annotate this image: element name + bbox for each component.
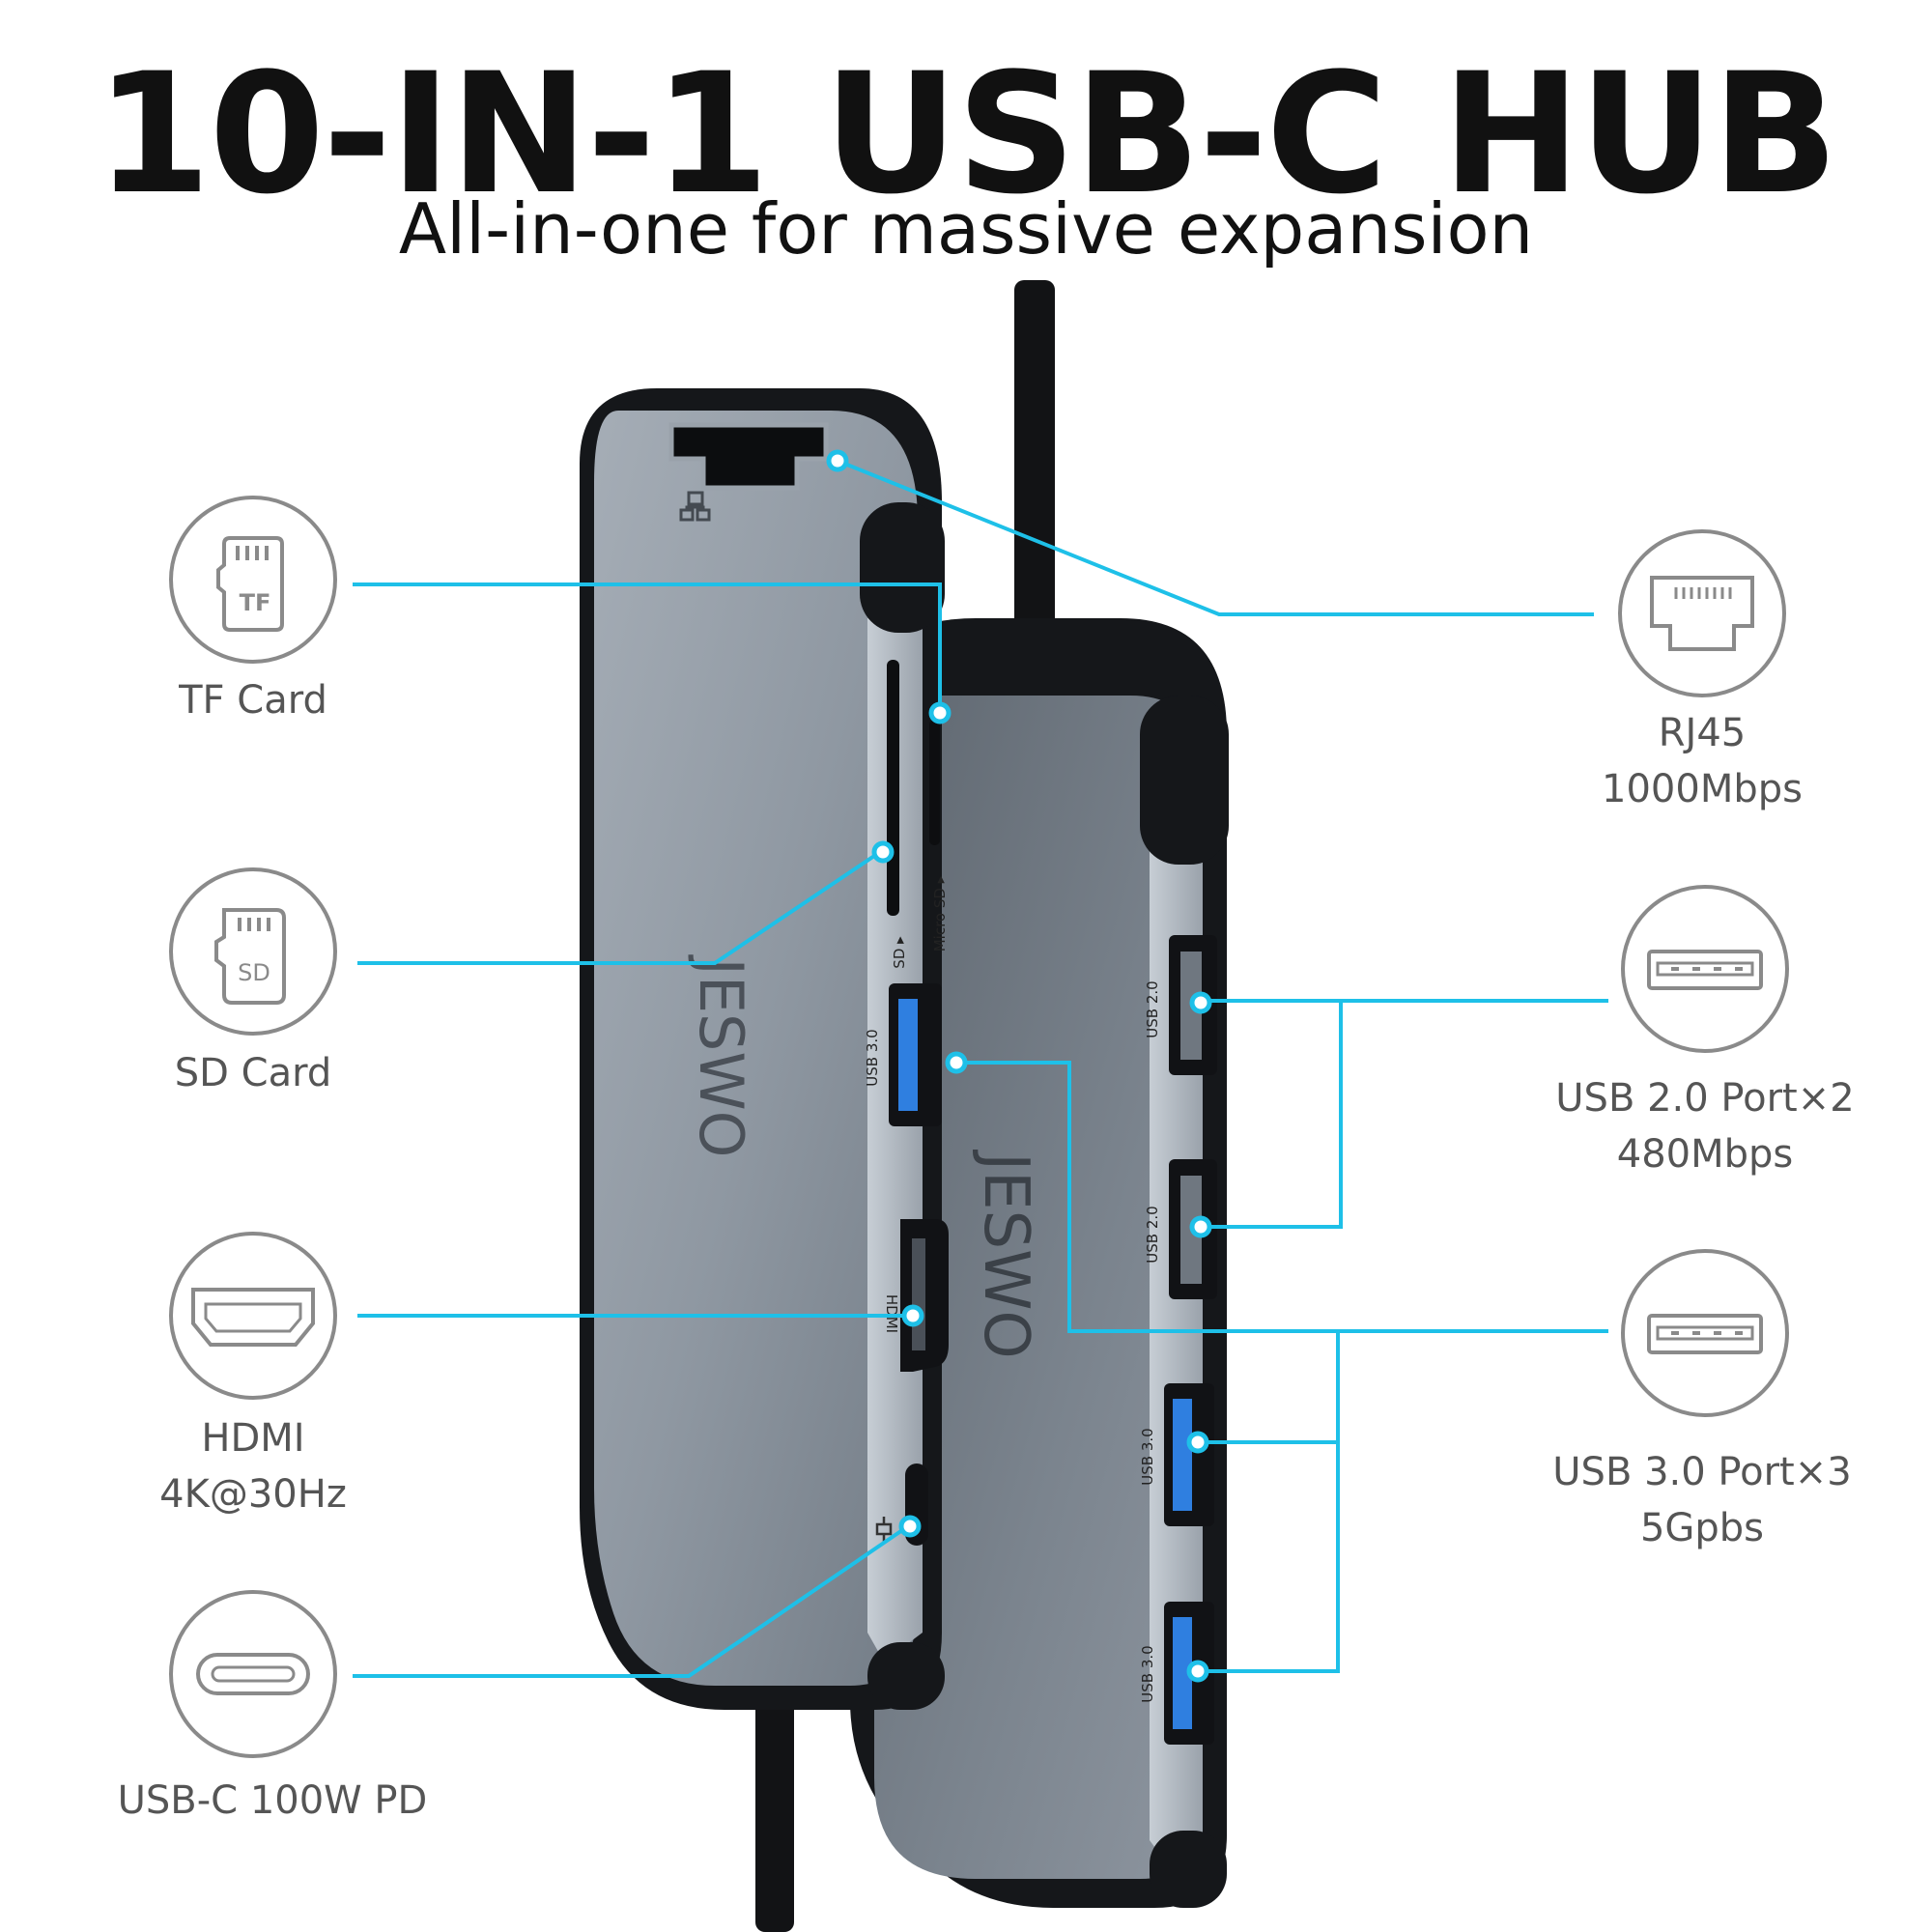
sd-card-slot (887, 660, 899, 916)
label-usb3: USB 3.0 Port×3 5Gpbs (1509, 1444, 1895, 1556)
rj45-icon (1618, 529, 1786, 697)
callout-dot-hdmi (901, 1304, 924, 1327)
callout-line-usb-c (353, 1524, 910, 1678)
label-hdmi-line-1: HDMI (201, 1416, 305, 1461)
label-sd-card: SD Card (108, 1045, 398, 1101)
usb-c-icon (169, 1590, 337, 1758)
label-usb3-line-1: USB 3.0 Port×3 (1552, 1450, 1852, 1494)
sd-card-icon: SD (169, 867, 337, 1036)
back-hub-brand-logo: JESWO (970, 1149, 1041, 1359)
label-sd-card-line-1: SD Card (174, 1051, 332, 1095)
callout-dot-usb3-front (945, 1051, 968, 1074)
usb-a-icon (1621, 885, 1789, 1053)
callout-dot-rj45 (826, 449, 849, 472)
svg-text:TF: TF (240, 589, 271, 616)
callout-dot-usb3-back-1 (1186, 1431, 1209, 1454)
tf-card-icon: TF (169, 496, 337, 664)
front-hub-bottom-bumper (867, 1642, 945, 1710)
callout-dot-usb3-back-2 (1186, 1660, 1209, 1683)
page-subtitle: All-in-one for massive expansion (398, 188, 1534, 270)
label-rj45-line-2: 1000Mbps (1602, 767, 1803, 811)
callout-dot-usb2-1 (1189, 991, 1212, 1014)
callout-dots (826, 449, 1212, 1683)
label-tf-card-line-1: TF Card (179, 678, 327, 723)
back-hub-bottom-bumper (1150, 1831, 1227, 1908)
label-usb-c-line-1: USB-C 100W PD (117, 1778, 428, 1823)
callout-dot-tf-card (928, 701, 952, 724)
back-hub-top-bumper (1140, 696, 1229, 865)
label-hdmi: HDMI 4K@30Hz (108, 1410, 398, 1522)
label-tf-card: TF Card (108, 672, 398, 728)
callout-line-usb2-branch (1203, 1001, 1343, 1229)
label-hdmi-line-2: 4K@30Hz (159, 1472, 347, 1517)
hdmi-icon (169, 1232, 337, 1400)
usb2-port-1-label: USB 2.0 (1144, 980, 1161, 1037)
callout-line-tf-card (353, 582, 942, 713)
callout-dot-usb-c (898, 1515, 922, 1538)
front-hub-top-bumper (860, 502, 945, 633)
label-rj45-line-1: RJ45 (1658, 711, 1747, 755)
callout-line-rj45 (837, 459, 1594, 616)
usb3-port-back-2-label: USB 3.0 (1139, 1645, 1156, 1702)
front-hub-brand-logo: JESWO (686, 954, 756, 1158)
usb3-port-back-1-label: USB 3.0 (1139, 1428, 1156, 1485)
micro-sd-card-slot (929, 720, 940, 845)
sd-slot-label: SD ▸ (891, 936, 908, 969)
page-title: 10-IN-1 USB-C HUB (95, 37, 1839, 231)
back-hub: JESWO USB 2.0 USB 2.0 USB 3.0 USB 3.0 (850, 618, 1229, 1908)
callout-line-sd-card (357, 848, 885, 965)
label-usb2-line-2: 480Mbps (1616, 1132, 1794, 1177)
micro-sd-slot-label: Micro SD ▸ (931, 875, 949, 952)
front-hub: JESWO SD ▸ Micro SD ▸ USB 3.0 HDMI (580, 388, 949, 1710)
usb-a-icon (1621, 1249, 1789, 1417)
usb3-port-front-label: USB 3.0 (864, 1029, 881, 1086)
callout-line-usb3-back-2 (1198, 1442, 1340, 1673)
callout-lines (353, 459, 1608, 1678)
label-usb2-line-1: USB 2.0 Port×2 (1555, 1076, 1855, 1121)
callout-dot-usb2-2 (1189, 1215, 1212, 1238)
usb2-port-2-label: USB 2.0 (1144, 1206, 1161, 1263)
svg-text:SD: SD (238, 959, 270, 986)
label-usb3-line-2: 5Gpbs (1639, 1506, 1765, 1550)
label-usb-c: USB-C 100W PD (70, 1773, 475, 1829)
network-marking-icon (679, 491, 711, 522)
rj45-port (668, 422, 829, 491)
callout-dot-sd-card (871, 840, 895, 864)
label-rj45: RJ45 1000Mbps (1557, 705, 1847, 817)
top-cable (1014, 280, 1055, 638)
label-usb2: USB 2.0 Port×2 480Mbps (1512, 1070, 1898, 1182)
